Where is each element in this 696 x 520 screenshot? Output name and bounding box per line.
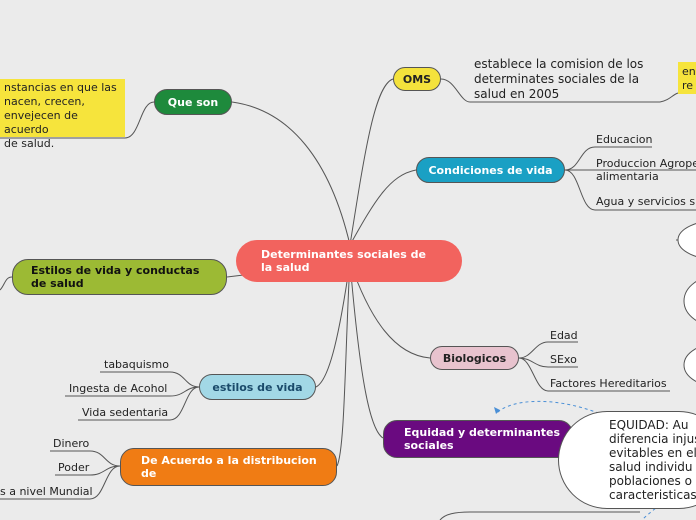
estilos-item-tabaquismo[interactable]: tabaquismo — [104, 358, 169, 371]
oms-note[interactable]: en re — [678, 62, 696, 94]
estilos-de-vida-label: estilos de vida — [212, 380, 303, 394]
oms-description-line: salud en 2005 — [474, 87, 560, 101]
oms-node[interactable]: OMS — [393, 67, 441, 91]
distribucion-item-poder[interactable]: Poder — [58, 461, 90, 474]
que-son-note-line: nacen, crecen, — [4, 95, 85, 108]
estilos-de-vida-node[interactable]: estilos de vida — [199, 374, 316, 400]
equidad-callout-line: poblaciones o g — [609, 474, 696, 488]
condiciones-label: Condiciones de vida — [428, 163, 553, 177]
equidad-callout[interactable]: EQUIDAD: Au diferencia injus evitables e… — [558, 411, 696, 509]
que-son-label: Que son — [167, 95, 219, 109]
oms-note-line: en — [682, 65, 696, 78]
biologicos-item-factores[interactable]: Factores Hereditarios — [550, 377, 667, 390]
equidad-label: Equidad y determinantes sociales — [404, 426, 561, 452]
oms-label: OMS — [402, 72, 432, 86]
biologicos-item-edad[interactable]: Edad — [550, 329, 578, 342]
estilos-item-vida-sedentaria[interactable]: Vida sedentaria — [82, 406, 169, 419]
condiciones-de-vida-node[interactable]: Condiciones de vida — [416, 157, 565, 183]
distribucion-item-dinero[interactable]: Dinero — [53, 437, 90, 450]
equidad-callout-line: salud individu — [609, 460, 693, 474]
condiciones-item-agua[interactable]: Agua y servicios s — [596, 195, 696, 208]
estilos-conductas-label: Estilos de vida y conductas de salud — [31, 264, 200, 290]
distribucion-label: De Acuerdo a la distribucion de — [141, 454, 317, 480]
equidad-callout-line: EQUIDAD: Au — [609, 418, 689, 432]
condiciones-item-educacion[interactable]: Educacion — [596, 133, 653, 146]
que-son-note-line: envejecen de acuerdo — [4, 109, 78, 136]
oms-note-line: re — [682, 79, 694, 92]
oms-description-line: establece la comision de los — [474, 57, 644, 71]
estilos-conductas-node[interactable]: Estilos de vida y conductas de salud — [12, 259, 227, 295]
central-topic[interactable]: Determinantes sociales de la salud — [236, 240, 462, 282]
condiciones-item-produccion[interactable]: Produccion Agrope alimentaria — [596, 157, 696, 183]
biologicos-node[interactable]: Biologicos — [430, 346, 519, 370]
distribucion-item-mundial[interactable]: s a nivel Mundial — [0, 485, 93, 498]
biologicos-label: Biologicos — [442, 351, 507, 365]
oms-description: establece la comision de los determinate… — [474, 57, 643, 102]
equidad-callout-line: diferencia injus — [609, 432, 696, 446]
biologicos-item-sexo[interactable]: SExo — [550, 353, 577, 366]
equidad-node[interactable]: Equidad y determinantes sociales — [383, 420, 573, 458]
que-son-node[interactable]: Que son — [154, 89, 232, 115]
oms-description-line: determinates sociales de la — [474, 72, 640, 86]
condiciones-item-line: alimentaria — [596, 170, 659, 183]
que-son-note[interactable]: nstancias en que las nacen, crecen, enve… — [0, 79, 125, 150]
estilos-item-ingesta[interactable]: Ingesta de Acohol — [69, 382, 168, 395]
que-son-note-line: de salud. — [4, 137, 55, 150]
equidad-callout-line: caracteristicas — [609, 488, 696, 502]
central-topic-label: Determinantes sociales de la salud — [261, 248, 426, 274]
equidad-callout-line: evitables en el — [609, 446, 696, 460]
distribucion-node[interactable]: De Acuerdo a la distribucion de — [120, 448, 337, 486]
que-son-note-line: nstancias en que las — [4, 81, 117, 94]
condiciones-item-line: Produccion Agrope — [596, 157, 696, 170]
